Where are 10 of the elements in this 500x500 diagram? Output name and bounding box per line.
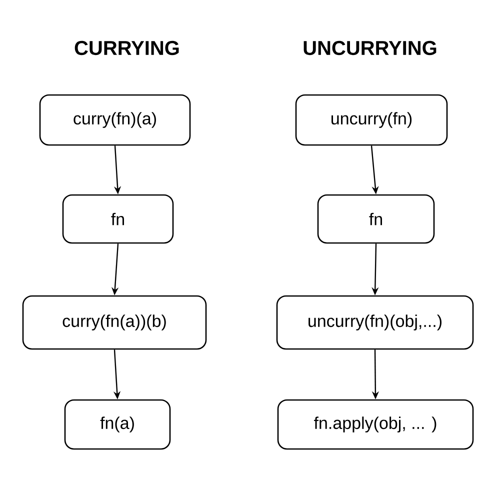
process-box: curry(fn(a))(b) — [22, 295, 207, 350]
process-box: uncurry(fn)(obj,...) — [276, 295, 474, 350]
process-box: fn — [62, 194, 174, 244]
process-box: curry(fn)(a) — [39, 94, 191, 146]
heading: UNCURRYING — [304, 40, 436, 56]
heading: CURRYING — [74, 40, 179, 56]
process-box: fn.apply(obj, ... ) — [277, 399, 474, 450]
process-box: fn(a) — [64, 399, 171, 450]
process-box: fn — [317, 194, 435, 244]
process-box: uncurry(fn) — [295, 94, 448, 146]
